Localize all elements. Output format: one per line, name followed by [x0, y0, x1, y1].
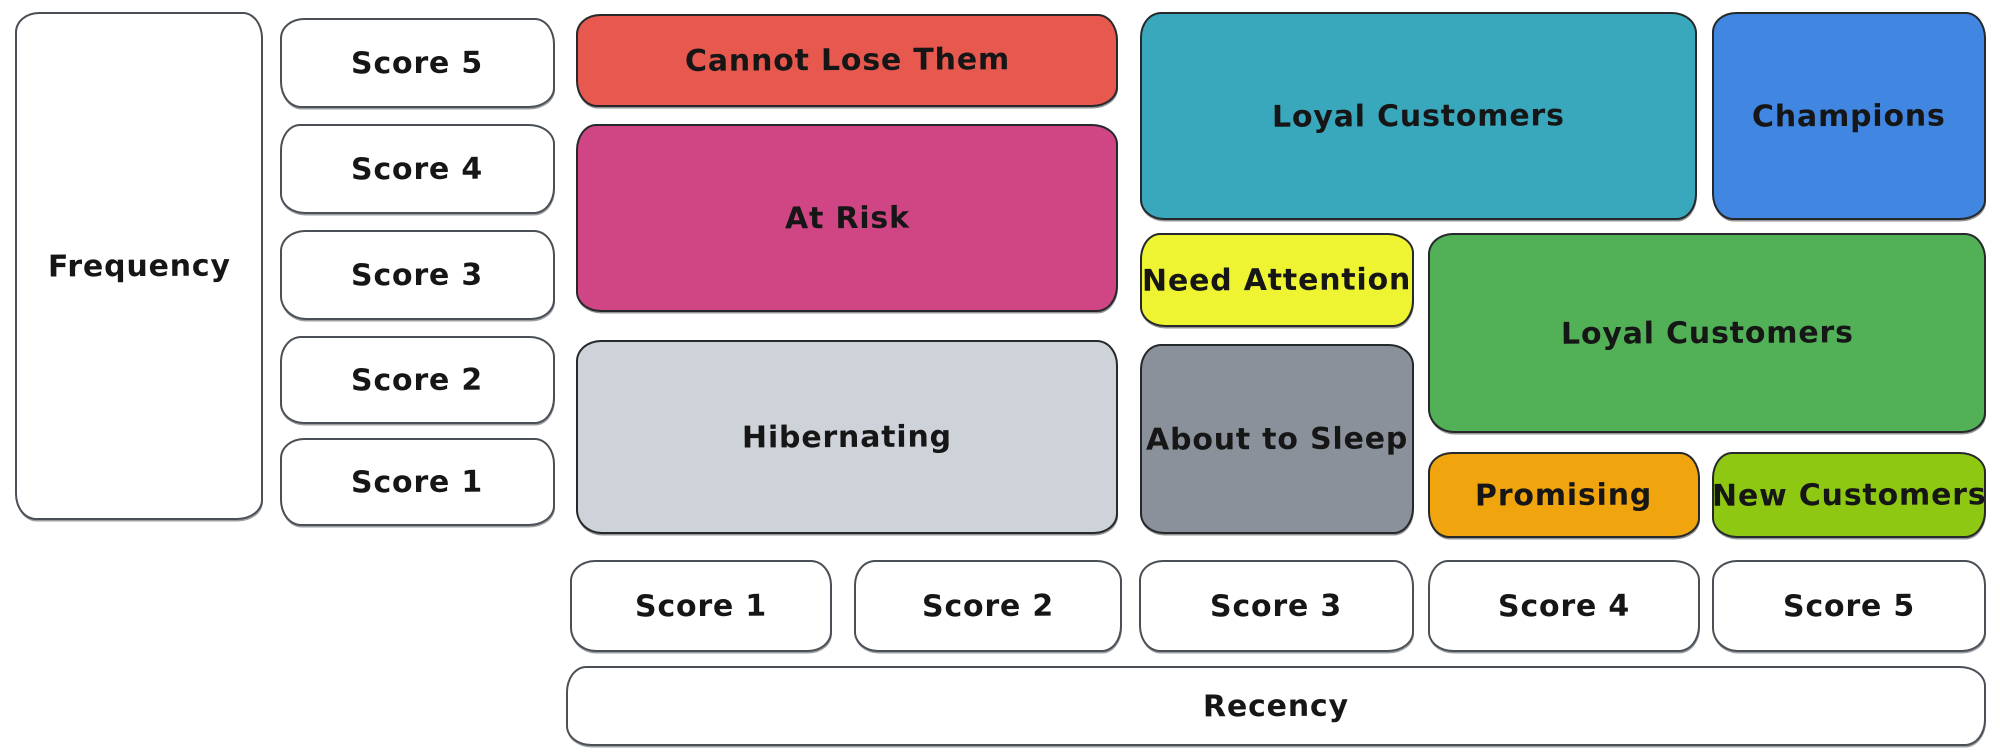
x-axis-score-2-label: Score 2 [921, 588, 1055, 624]
segment-loyal-customers-right: Loyal Customers [1428, 233, 1986, 433]
x-axis-label-box: Recency [566, 666, 1986, 746]
segment-champions-label: Champions [1752, 97, 1946, 135]
y-axis-label-box: Frequency [15, 12, 263, 520]
segment-about-to-sleep-label: About to Sleep [1145, 420, 1409, 458]
x-axis-score-5-label: Score 5 [1782, 588, 1916, 624]
segment-hibernating: Hibernating [576, 340, 1118, 534]
x-axis-score-3: Score 3 [1139, 560, 1414, 652]
segment-new-customers: New Customers [1712, 452, 1986, 538]
segment-new-customers-label: New Customers [1711, 476, 1987, 514]
segment-promising-label: Promising [1475, 477, 1653, 513]
y-axis-score-3-label: Score 3 [351, 257, 484, 293]
y-axis-score-3: Score 3 [280, 230, 555, 320]
x-axis-score-1-label: Score 1 [634, 588, 768, 624]
segment-about-to-sleep: About to Sleep [1140, 344, 1414, 534]
segment-loyal-customers-top-label: Loyal Customers [1272, 97, 1565, 135]
segment-need-attention: Need Attention [1140, 233, 1414, 327]
segment-loyal-customers-right-label: Loyal Customers [1560, 314, 1854, 352]
segment-at-risk-label: At Risk [784, 200, 910, 236]
segment-cannot-lose-them: Cannot Lose Them [576, 14, 1118, 107]
segment-at-risk: At Risk [576, 124, 1118, 312]
y-axis-score-2-label: Score 2 [351, 362, 484, 398]
segment-loyal-customers-top: Loyal Customers [1140, 12, 1697, 220]
y-axis-score-1: Score 1 [280, 438, 555, 526]
x-axis-score-2: Score 2 [854, 560, 1122, 652]
segment-cannot-lose-them-label: Cannot Lose Them [684, 42, 1010, 79]
x-axis-score-4: Score 4 [1428, 560, 1700, 652]
x-axis-score-3-label: Score 3 [1210, 588, 1343, 624]
y-axis-score-5-label: Score 5 [351, 45, 484, 81]
y-axis-score-5: Score 5 [280, 18, 555, 108]
segment-need-attention-label: Need Attention [1142, 261, 1412, 299]
x-axis-score-1: Score 1 [570, 560, 832, 652]
y-axis-score-1-label: Score 1 [351, 464, 484, 500]
y-axis-score-2: Score 2 [280, 336, 555, 424]
segment-promising: Promising [1428, 452, 1700, 538]
x-axis-score-4-label: Score 4 [1497, 588, 1631, 624]
y-axis-score-4: Score 4 [280, 124, 555, 214]
x-axis-label: Recency [1202, 688, 1350, 724]
x-axis-score-5: Score 5 [1712, 560, 1986, 652]
y-axis-label: Frequency [47, 248, 231, 284]
y-axis-score-4-label: Score 4 [351, 151, 484, 187]
segment-champions: Champions [1712, 12, 1986, 220]
segment-hibernating-label: Hibernating [741, 418, 953, 456]
